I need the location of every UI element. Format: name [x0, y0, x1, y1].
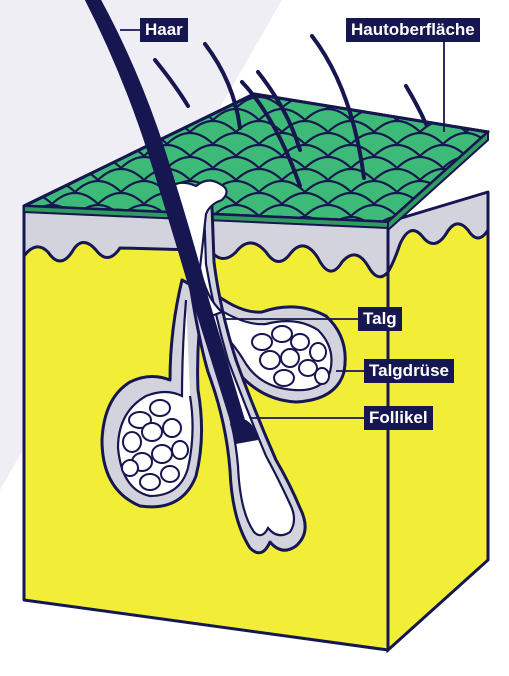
label-skin-surface: Hautoberfläche: [346, 18, 480, 42]
label-sebaceous-gland: Talgdrüse: [364, 359, 454, 383]
label-follicle: Follikel: [364, 406, 433, 430]
label-sebum: Talg: [358, 307, 402, 331]
label-hair: Haar: [140, 18, 188, 42]
